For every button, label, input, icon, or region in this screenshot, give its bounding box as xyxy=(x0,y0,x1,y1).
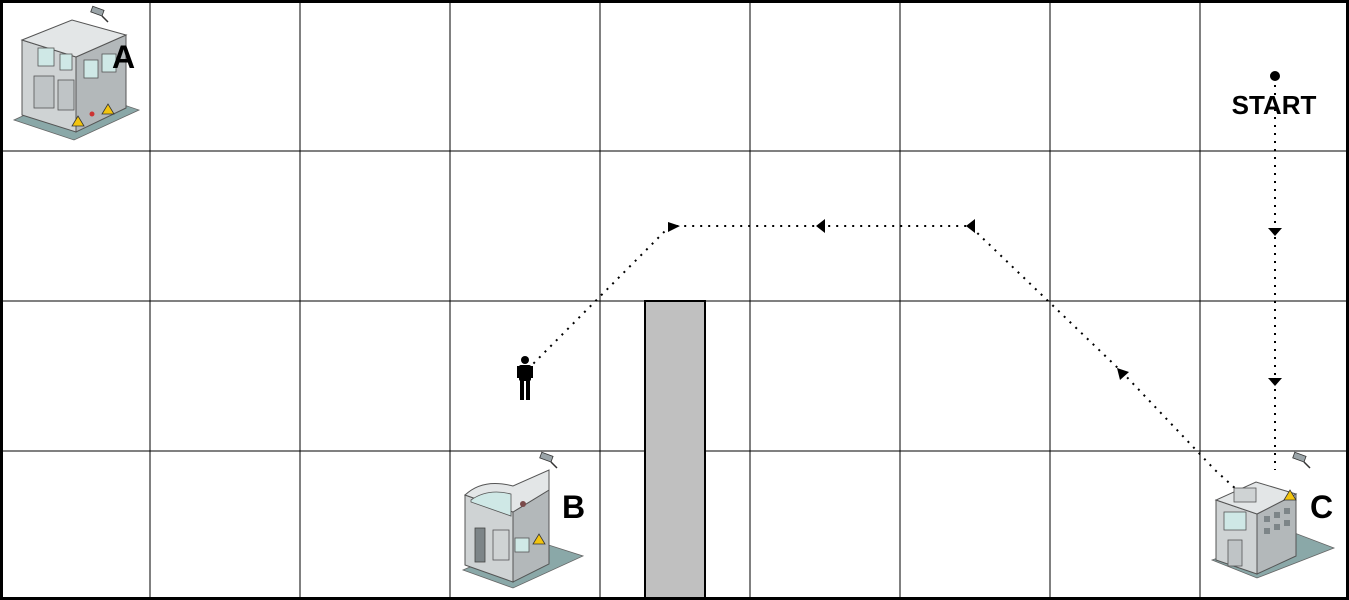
machine-a-icon xyxy=(12,5,141,141)
machine-b-label: B xyxy=(562,489,585,525)
start-label: START xyxy=(1232,90,1317,120)
route-path xyxy=(526,77,1276,521)
arrow-right-icon xyxy=(1117,368,1129,380)
machine-b-icon xyxy=(461,451,585,589)
start-point xyxy=(1270,71,1280,81)
arrow-left-icon xyxy=(816,219,825,233)
arrow-down-icon xyxy=(1268,378,1282,386)
person-icon xyxy=(517,356,533,400)
machine-c-label: C xyxy=(1310,489,1333,525)
arrow-left-icon xyxy=(966,219,975,233)
machine-a-label: A xyxy=(112,39,135,75)
wall-obstacle xyxy=(644,300,706,599)
arrow-down-icon xyxy=(1268,228,1282,236)
arrow-upleft-icon xyxy=(668,222,680,232)
machine-c-icon xyxy=(1210,451,1336,579)
